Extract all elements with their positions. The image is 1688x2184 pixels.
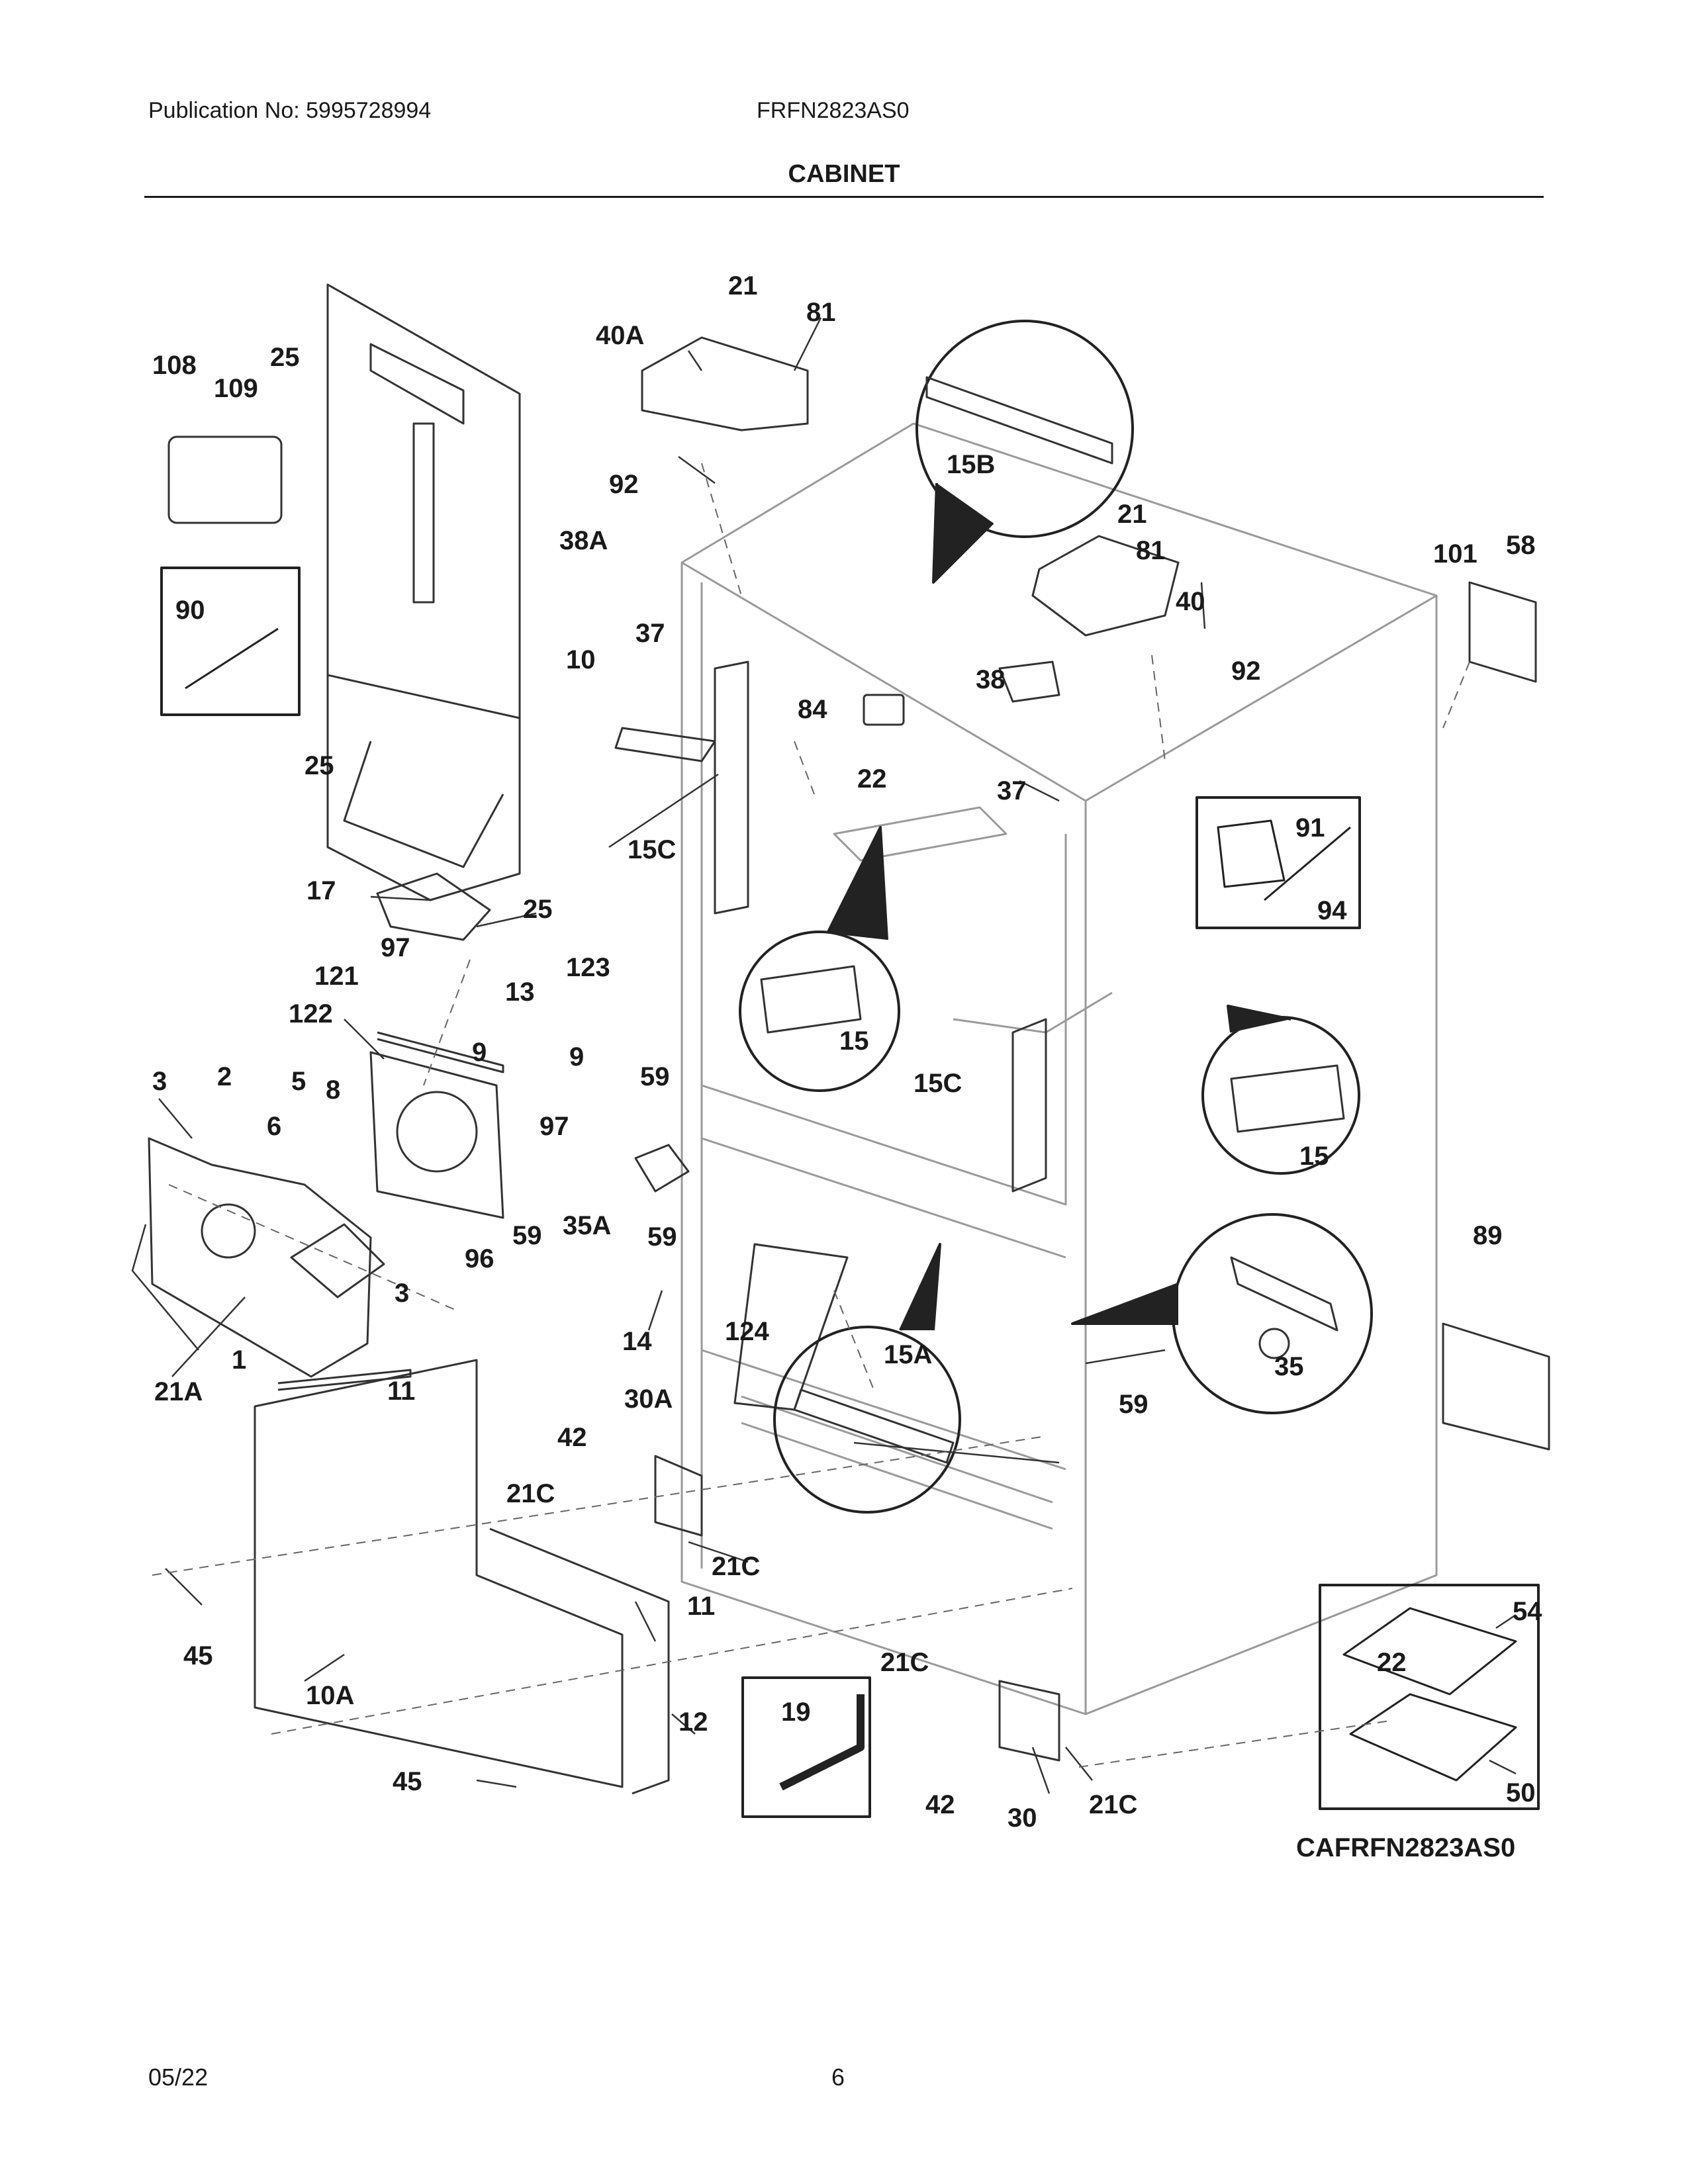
part-label: 11 [387, 1377, 415, 1406]
part-label: 3 [152, 1067, 167, 1096]
part-label: 96 [465, 1244, 494, 1273]
part-label: 40 [1176, 587, 1205, 616]
part-label: 101 [1433, 539, 1477, 569]
part-label: 21 [728, 271, 758, 300]
part-label: 59 [1119, 1390, 1149, 1419]
fan-assembly [148, 1031, 504, 1378]
part-label: 8 [326, 1075, 340, 1105]
part-label: 15B [947, 450, 995, 479]
part-label: 109 [214, 374, 258, 403]
callout-parts [760, 376, 1345, 1464]
publication-number: Publication No: 5995728994 [148, 98, 432, 123]
page-number: 6 [831, 2064, 845, 2091]
part-label: 9 [569, 1042, 584, 1071]
part-label: 94 [1317, 896, 1347, 925]
part-label: 90 [175, 596, 205, 625]
part-label: 21C [506, 1479, 555, 1508]
part-label: 35 [1274, 1352, 1304, 1381]
part-label: 108 [152, 351, 197, 380]
part-label: 92 [1231, 657, 1261, 686]
part-label: 30A [624, 1385, 673, 1414]
part-label: 97 [539, 1112, 569, 1141]
dashed-lines [152, 463, 1470, 1768]
part-label: 13 [505, 978, 535, 1007]
part-label: 15A [884, 1340, 932, 1369]
part-label: 92 [609, 470, 639, 499]
part-label: 30 [1008, 1803, 1037, 1833]
part-label: 91 [1295, 813, 1325, 842]
part-label: 81 [1136, 536, 1166, 565]
part-label: 54 [1513, 1597, 1542, 1626]
part-label: 84 [798, 695, 827, 724]
callout-circles [739, 320, 1373, 1514]
part-label: 37 [635, 619, 665, 648]
inset-boxes [160, 567, 1540, 1818]
part-label: 40A [596, 321, 644, 350]
part-label: 5 [291, 1067, 306, 1096]
part-label: 45 [183, 1641, 213, 1670]
publication-date: 05/22 [148, 2064, 209, 2091]
part-label: 38A [559, 526, 608, 555]
part-label: 10A [306, 1681, 354, 1710]
part-label: 17 [306, 876, 336, 905]
part-label: 45 [393, 1767, 422, 1796]
part-label: 11 [687, 1592, 715, 1621]
part-label: 15C [914, 1069, 962, 1098]
part-label: 59 [647, 1222, 677, 1251]
part-label: 21C [880, 1648, 929, 1677]
part-label: 50 [1506, 1778, 1536, 1807]
part-label: 19 [781, 1698, 811, 1727]
part-label: 25 [305, 751, 334, 780]
panel-10a [254, 1359, 670, 1795]
page-title: CABINET [788, 160, 900, 188]
part-label: 9 [472, 1038, 487, 1067]
part-label: 123 [566, 953, 610, 982]
diagram-code: CAFRFN2823AS0 [1296, 1833, 1516, 1862]
part-label: 12 [679, 1707, 708, 1737]
part-label: 59 [512, 1221, 542, 1250]
part-label: 35A [563, 1211, 611, 1240]
part-label: 37 [997, 776, 1027, 805]
part-label: 42 [557, 1423, 587, 1452]
panel-10 [326, 283, 521, 901]
part-label: 22 [1377, 1648, 1407, 1677]
leader-lines [131, 317, 1517, 1794]
model-number: FRFN2823AS0 [757, 98, 910, 123]
part-label: 81 [806, 298, 836, 327]
cabinet-body [680, 422, 1438, 1715]
part-label: 42 [925, 1790, 955, 1819]
part-label: 1 [232, 1345, 246, 1375]
part-label: 15 [839, 1026, 869, 1056]
title-rule [144, 196, 1544, 198]
part-label: 2 [217, 1062, 232, 1091]
part-label: 21C [1089, 1790, 1137, 1819]
part-label: 15C [628, 835, 676, 864]
part-label: 58 [1506, 531, 1536, 560]
part-label: 22 [857, 764, 887, 794]
part-label: 59 [640, 1062, 670, 1091]
part-label: 38 [976, 665, 1006, 694]
part-label: 3 [395, 1279, 409, 1308]
part-label: 89 [1473, 1221, 1503, 1250]
part-label: 122 [289, 999, 333, 1028]
part-label: 124 [725, 1317, 769, 1346]
part-label: 21C [712, 1552, 760, 1581]
part-label: 97 [381, 933, 410, 962]
part-label: 14 [622, 1327, 652, 1356]
part-label: 21 [1117, 500, 1147, 529]
part-label: 10 [566, 645, 596, 674]
part-label: 121 [314, 962, 359, 991]
part-label: 6 [267, 1112, 281, 1141]
part-label: 25 [270, 343, 300, 372]
part-label: 21A [154, 1377, 203, 1406]
part-label: 25 [523, 895, 553, 924]
part-label: 15 [1299, 1142, 1329, 1171]
